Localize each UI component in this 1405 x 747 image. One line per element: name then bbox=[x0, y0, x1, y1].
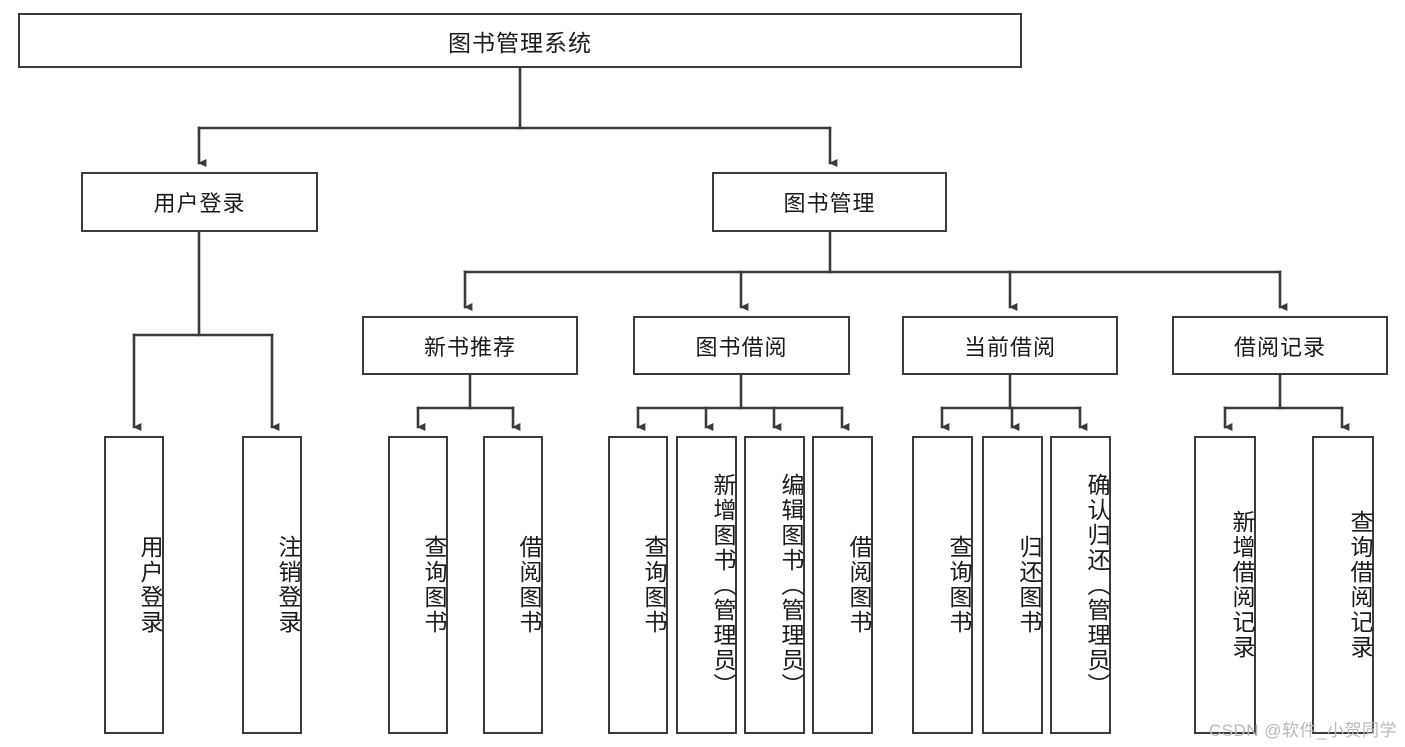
node-label: 借阅图书 bbox=[846, 535, 872, 635]
leaf-book-borrow-add[interactable]: 新增图书（管理员） bbox=[676, 436, 737, 734]
node-root-system[interactable]: 图书管理系统 bbox=[18, 13, 1022, 68]
leaf-new-book-borrow[interactable]: 借阅图书 bbox=[483, 436, 543, 734]
node-label: 查询图书 bbox=[946, 535, 972, 635]
node-label: 图书管理系统 bbox=[448, 29, 592, 56]
node-label: 查询图书 bbox=[641, 535, 667, 635]
leaf-user-login-login[interactable]: 用户登录 bbox=[104, 436, 164, 734]
node-label: 查询图书 bbox=[421, 535, 447, 635]
node-book-management[interactable]: 图书管理 bbox=[712, 172, 947, 232]
leaf-current-borrow-query[interactable]: 查询图书 bbox=[912, 436, 973, 734]
node-label: 确认归还（管理员） bbox=[1084, 472, 1110, 698]
node-borrow-record[interactable]: 借阅记录 bbox=[1172, 316, 1388, 375]
node-label: 当前借阅 bbox=[963, 334, 1056, 360]
node-new-book-recommend[interactable]: 新书推荐 bbox=[362, 316, 578, 375]
node-label: 注销登录 bbox=[275, 535, 301, 635]
node-label: 查询借阅记录 bbox=[1347, 510, 1373, 660]
leaf-borrow-record-query[interactable]: 查询借阅记录 bbox=[1312, 436, 1374, 734]
leaf-current-borrow-return[interactable]: 归还图书 bbox=[982, 436, 1043, 734]
watermark-text: CSDN @软件_小贺同学 bbox=[1208, 721, 1397, 740]
node-book-borrow[interactable]: 图书借阅 bbox=[633, 316, 850, 375]
leaf-book-borrow-borrow[interactable]: 借阅图书 bbox=[812, 436, 873, 734]
node-label: 归还图书 bbox=[1016, 535, 1042, 635]
node-label: 借阅记录 bbox=[1233, 334, 1326, 360]
leaf-new-book-query[interactable]: 查询图书 bbox=[388, 436, 448, 734]
node-user-login[interactable]: 用户登录 bbox=[81, 172, 318, 232]
node-label: 编辑图书（管理员） bbox=[778, 472, 804, 698]
leaf-user-login-logout[interactable]: 注销登录 bbox=[242, 436, 302, 734]
leaf-book-borrow-query[interactable]: 查询图书 bbox=[608, 436, 668, 734]
leaf-current-borrow-confirm-return[interactable]: 确认归还（管理员） bbox=[1050, 436, 1111, 734]
leaf-borrow-record-add[interactable]: 新增借阅记录 bbox=[1194, 436, 1256, 734]
node-current-borrow[interactable]: 当前借阅 bbox=[902, 316, 1118, 375]
node-label: 用户登录 bbox=[137, 535, 163, 635]
node-label: 新书推荐 bbox=[423, 334, 516, 360]
leaf-book-borrow-edit[interactable]: 编辑图书（管理员） bbox=[744, 436, 805, 734]
node-label: 图书管理 bbox=[783, 191, 876, 216]
node-label: 新增图书（管理员） bbox=[710, 472, 736, 698]
node-label: 借阅图书 bbox=[516, 535, 542, 635]
node-label: 新增借阅记录 bbox=[1229, 510, 1255, 660]
node-label: 图书借阅 bbox=[695, 334, 788, 360]
node-label: 用户登录 bbox=[153, 191, 246, 216]
